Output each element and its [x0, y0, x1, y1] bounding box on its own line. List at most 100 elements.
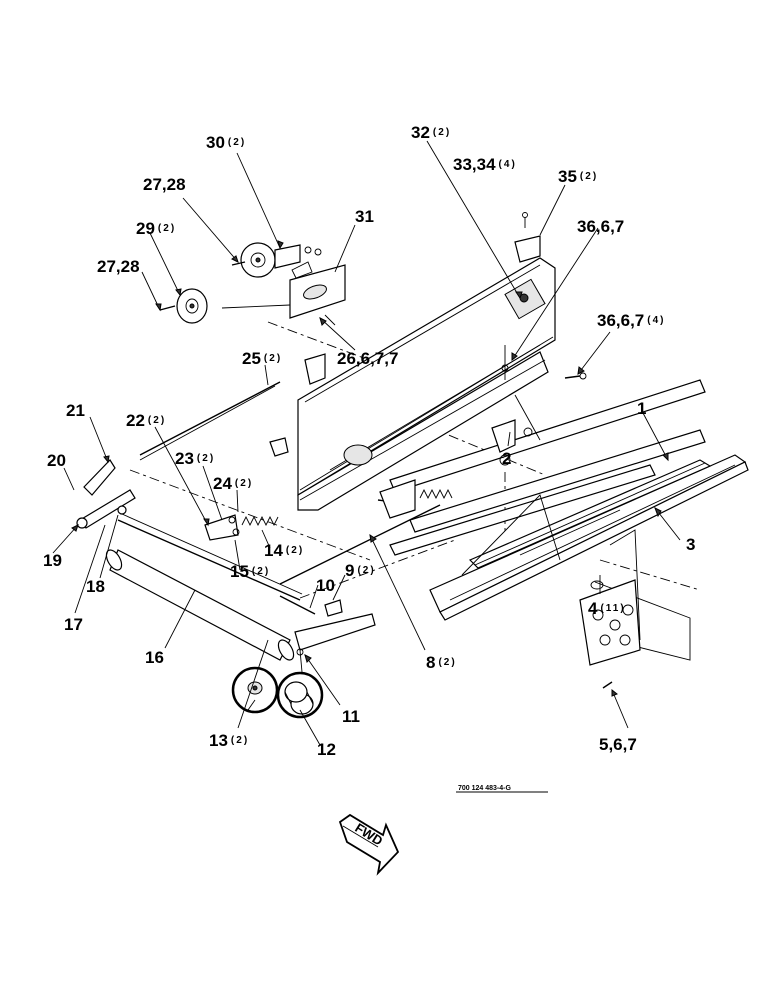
callout-quantity: (11)	[600, 603, 625, 614]
top-right-parts	[501, 212, 613, 689]
callout-567: 5,6,7	[599, 735, 637, 754]
callout-18: 18	[86, 577, 105, 596]
callout-3: 3	[686, 535, 695, 554]
callout-quantity: (4)	[499, 159, 517, 170]
callout-13: 13(2)	[209, 731, 249, 750]
callout-23: 23(2)	[175, 449, 215, 468]
callout-2728b: 27,28	[97, 257, 140, 276]
callout-15: 15(2)	[230, 562, 270, 581]
callout-number: 2	[502, 449, 511, 468]
callout-number: 8	[426, 653, 435, 672]
callout-26677: 26,6,7,7	[337, 349, 398, 368]
callout-25: 25(2)	[242, 349, 282, 368]
callout-number: 4	[588, 599, 598, 618]
callout-number: 1	[637, 399, 646, 418]
callout-number: 26,6,7,7	[337, 349, 398, 368]
callout-number: 11	[342, 707, 360, 726]
leader-lines	[52, 140, 681, 746]
callout-quantity: (2)	[580, 171, 598, 182]
callout-number: 30	[206, 133, 225, 152]
callout-quantity: (2)	[158, 223, 176, 234]
callout-11: 11	[342, 707, 360, 726]
callout-number: 18	[86, 577, 105, 596]
callout-14: 14(2)	[264, 541, 304, 560]
callout-21: 21	[66, 401, 85, 420]
callout-number: 24	[213, 474, 232, 493]
callout-quantity: (4)	[647, 315, 665, 326]
callout-12: 12	[317, 740, 336, 759]
detail-circles	[231, 666, 324, 719]
callout-number: 16	[145, 648, 164, 667]
callout-quantity: (2)	[264, 353, 282, 364]
callout-number: 31	[355, 207, 374, 226]
callout-number: 36,6,7	[597, 311, 644, 330]
callout-35: 35(2)	[558, 167, 598, 186]
drawing-number: 700 124 483-4-G	[456, 785, 548, 793]
callout-4: 4(11)	[588, 599, 625, 618]
callout-labels: 30(2)32(2)33,34(4)35(2)27,283136,6,729(2…	[43, 123, 695, 759]
callout-quantity: (2)	[357, 565, 375, 576]
callout-number: 36,6,7	[577, 217, 624, 236]
callout-number: 17	[64, 615, 83, 634]
callout-number: 21	[66, 401, 85, 420]
brackets-2	[269, 353, 533, 466]
drawing-number-text: 700 124 483-4-G	[458, 785, 511, 792]
callout-20: 20	[47, 451, 66, 470]
callout-1: 1	[637, 399, 646, 418]
callout-number: 20	[47, 451, 66, 470]
callout-10: 10	[316, 576, 335, 595]
callout-number: 19	[43, 551, 62, 570]
callout-16: 16	[145, 648, 164, 667]
callout-quantity: (2)	[438, 657, 456, 668]
roller-assembly	[105, 549, 376, 661]
callout-number: 3	[686, 535, 695, 554]
callout-quantity: (2)	[197, 453, 215, 464]
springs-and-rods	[117, 381, 453, 601]
callout-2728a: 27,28	[143, 175, 186, 194]
callout-number: 35	[558, 167, 577, 186]
callout-number: 15	[230, 562, 249, 581]
callout-number: 9	[345, 561, 354, 580]
lower-frame	[389, 379, 706, 556]
callout-number: 13	[209, 731, 228, 750]
callout-quantity: (2)	[148, 415, 166, 426]
callout-29: 29(2)	[136, 219, 176, 238]
forward-direction-arrow: FWD	[338, 813, 400, 876]
callout-32: 32(2)	[411, 123, 451, 142]
left-linkage	[76, 459, 240, 541]
callout-number: 5,6,7	[599, 735, 637, 754]
callout-8: 8(2)	[426, 653, 456, 672]
callout-quantity: (2)	[286, 545, 304, 556]
callout-quantity: (2)	[231, 735, 249, 746]
callout-number: 25	[242, 349, 261, 368]
callout-quantity: (2)	[228, 137, 246, 148]
callout-number: 29	[136, 219, 155, 238]
callout-number: 14	[264, 541, 283, 560]
callout-number: 27,28	[97, 257, 140, 276]
callout-number: 12	[317, 740, 336, 759]
callout-quantity: (2)	[252, 566, 270, 577]
callout-number: 22	[126, 411, 145, 430]
side-mount	[579, 579, 641, 666]
callout-number: 10	[316, 576, 335, 595]
rear-panel	[297, 257, 556, 511]
callout-9: 9(2)	[345, 561, 375, 580]
callout-number: 32	[411, 123, 430, 142]
callout-31: 31	[355, 207, 374, 226]
cutter-bar	[429, 454, 749, 621]
callout-30: 30(2)	[206, 133, 246, 152]
callout-quantity: (2)	[433, 127, 451, 138]
callout-19: 19	[43, 551, 62, 570]
callout-3334: 33,34(4)	[453, 155, 517, 174]
callout-17: 17	[64, 615, 83, 634]
callout-2: 2	[502, 449, 511, 468]
callout-number: 23	[175, 449, 194, 468]
callout-3667b: 36,6,7(4)	[597, 311, 665, 330]
callout-3667a: 36,6,7	[577, 217, 624, 236]
callout-number: 33,34	[453, 155, 496, 174]
callout-22: 22(2)	[126, 411, 166, 430]
callout-quantity: (2)	[235, 478, 253, 489]
pulleys	[159, 242, 346, 326]
